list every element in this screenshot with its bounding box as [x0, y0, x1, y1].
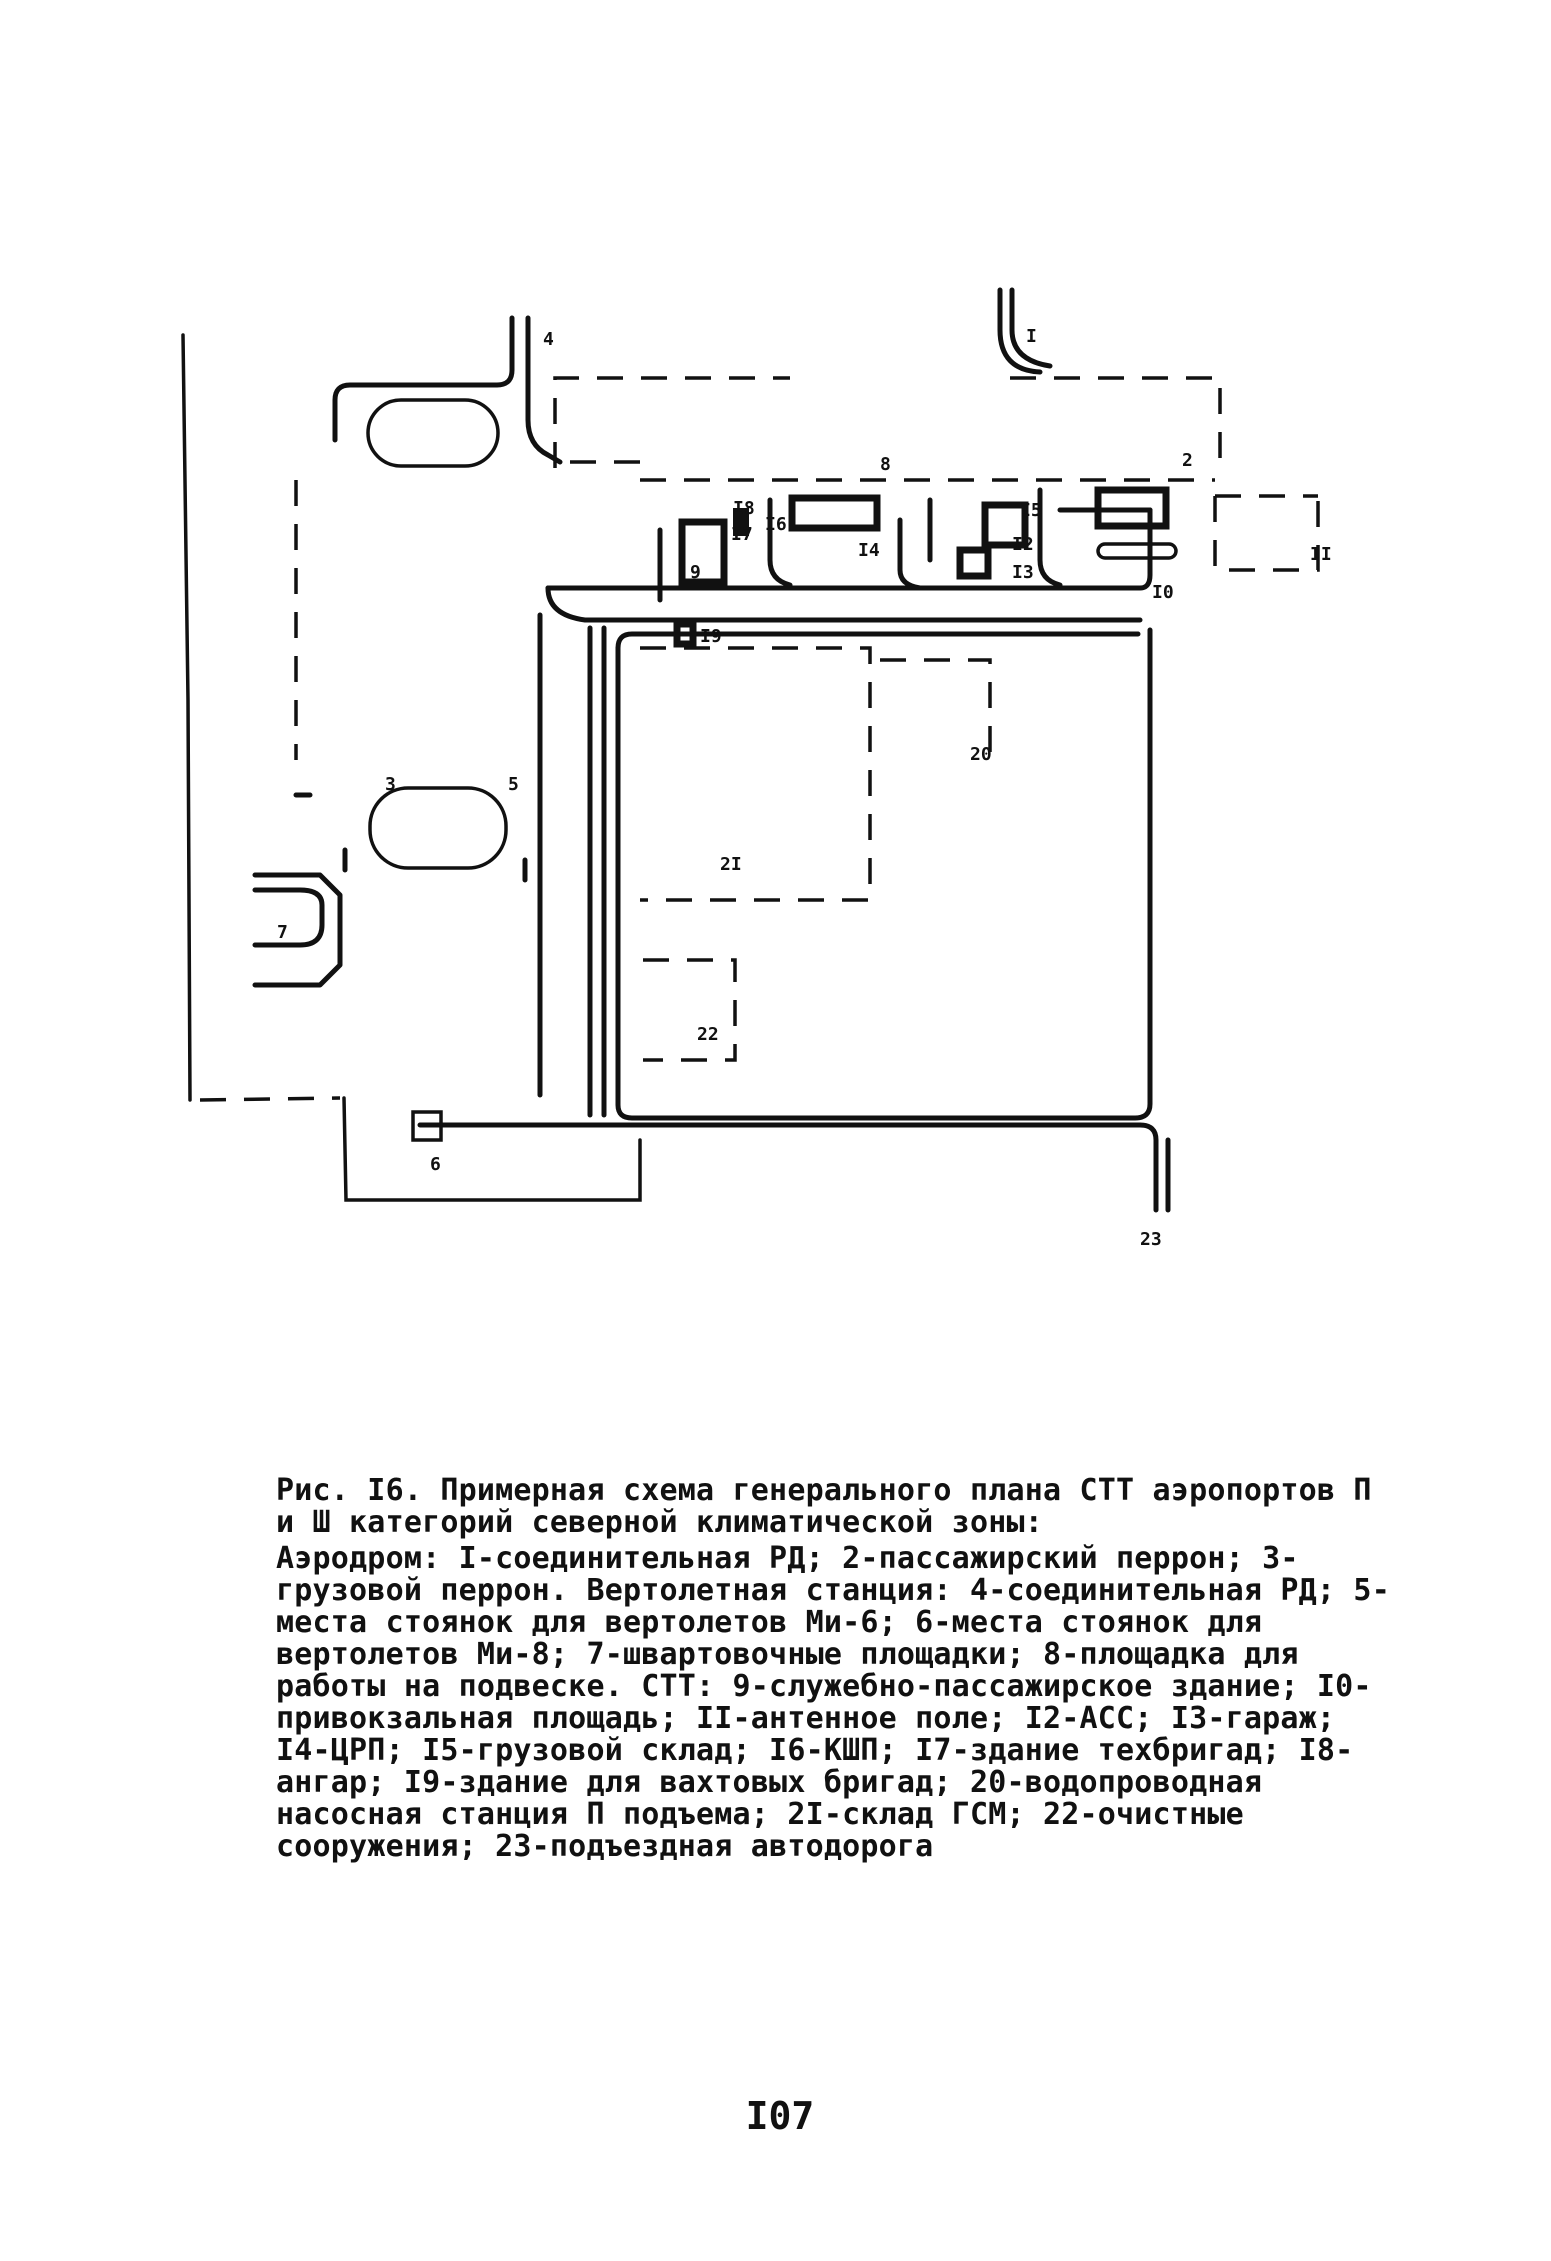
label-23: 23: [1140, 1229, 1162, 1250]
label-15: I5: [1020, 500, 1042, 521]
label-11: II: [1310, 544, 1332, 565]
page-number: I07: [745, 2094, 815, 2138]
label-21: 2I: [720, 854, 742, 875]
antenna-field-fence: [1213, 496, 1320, 572]
heli-pads-7: [252, 872, 343, 988]
parking-6: [411, 1110, 443, 1142]
label-8: 8: [880, 454, 891, 475]
airfield-boundary-bottom: [199, 1096, 341, 1102]
taxiway-1-right: [1009, 287, 1053, 369]
label-17: I7: [731, 524, 753, 545]
label-20: 20: [970, 744, 992, 765]
treatment-22: [643, 958, 737, 1062]
label-3: 3: [385, 774, 396, 795]
label-10: I0: [1152, 582, 1174, 603]
label-2: 2: [1182, 450, 1193, 471]
label-1: I: [1026, 326, 1037, 347]
label-6: 6: [430, 1154, 441, 1175]
heli-pad-3-5: [368, 786, 508, 870]
building-16: [1094, 486, 1170, 530]
main-road-top: [615, 631, 1141, 651]
apron-fence-upper: [640, 478, 1318, 498]
heli-stand-curves: [293, 792, 528, 883]
boundary-step: [342, 1096, 642, 1202]
site-plan-diagram: 4 I 8 2 II I8 I7 I6 I5 I2 I3 I4 9 I0 I9 …: [181, 287, 1332, 1250]
label-14: I4: [858, 540, 880, 561]
caption-title: Рис. I6. Примерная схема генерального пл…: [276, 1473, 1390, 1540]
upper-fence: [553, 376, 1222, 468]
building-17: [678, 518, 728, 586]
airfield-boundary-left: [181, 333, 192, 1102]
apron-left-edge: [545, 585, 1143, 623]
apron-bays: [657, 487, 1153, 603]
label-22: 22: [697, 1024, 719, 1045]
building-14: [956, 546, 992, 580]
heli-taxiway-top-right: [525, 315, 563, 465]
access-road: [417, 1122, 1159, 1213]
building-18: [733, 508, 749, 536]
label-12: I2: [1012, 534, 1034, 555]
pump-station-20: [880, 658, 992, 760]
heli-pad-oval-top: [366, 398, 500, 468]
label-9: 9: [690, 562, 701, 583]
label-19: I9: [700, 626, 722, 647]
building-9: [788, 494, 881, 532]
label-7: 7: [277, 922, 288, 943]
building-12-13: [981, 501, 1029, 549]
heli-taxiway-top: [332, 315, 515, 443]
label-16: I6: [765, 514, 787, 535]
taxiway-1-left: [997, 287, 1043, 375]
building-15: [1096, 542, 1178, 560]
label-5: 5: [508, 774, 519, 795]
caption-legend: Аэродром: I-соединительная РД; 2-пассажи…: [276, 1541, 1390, 1864]
figure-caption: Рис. I6. Примерная схема генерального пл…: [276, 1475, 1406, 1863]
main-road-inner: [615, 637, 1153, 1121]
label-18: I8: [733, 498, 755, 519]
label-4: 4: [543, 329, 554, 350]
label-13: I3: [1012, 562, 1034, 583]
fuel-depot-21: [640, 646, 872, 902]
